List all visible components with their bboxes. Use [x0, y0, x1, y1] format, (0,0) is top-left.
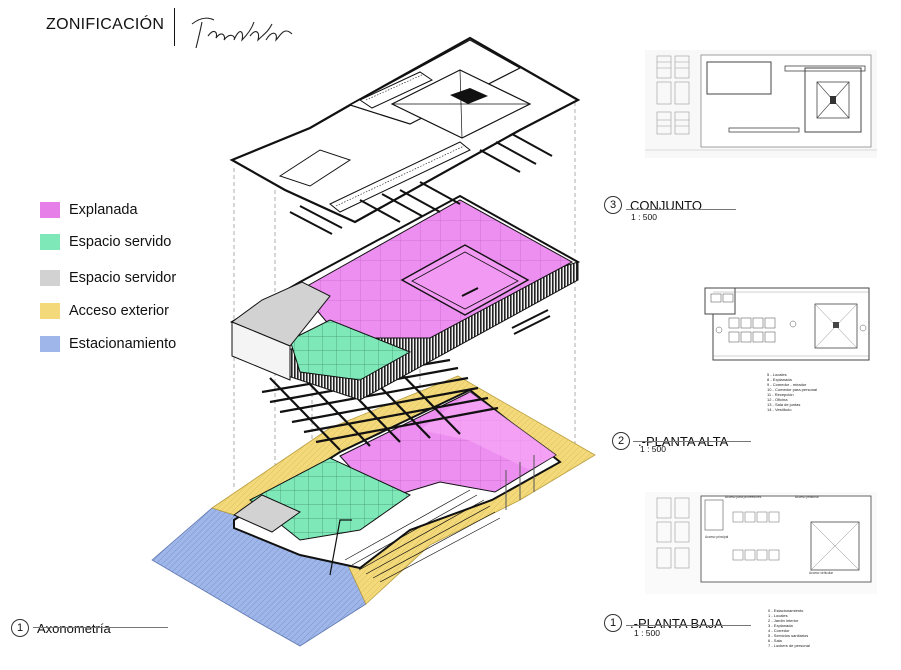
legend-item-espacio-servidor: Espacio servidor	[40, 268, 176, 288]
legend-label: Espacio servido	[69, 234, 172, 250]
key-item: 14 - Vestíbulo	[767, 407, 792, 412]
legend-item-acceso-exterior: Acceso exterior	[40, 301, 169, 321]
legend-label: Espacio servidor	[69, 270, 177, 286]
site-plan-drawing	[645, 50, 877, 158]
ground-level	[151, 375, 596, 647]
legend-item-estacionamiento: Estacionamiento	[40, 334, 176, 354]
view-rule	[626, 209, 736, 210]
key-item: 7 - Lockers de personal	[768, 643, 810, 648]
view-rule	[33, 627, 168, 628]
annotation-main-access: Acceso principal	[705, 535, 729, 539]
key-item: 12 - Oficina	[767, 397, 788, 402]
view-scale: 1 : 500	[634, 628, 660, 638]
legend-swatch	[40, 303, 60, 319]
key-item: 2 - Jardín interior	[768, 618, 799, 623]
annotation-vehicle-access: Acceso vehicular	[809, 571, 834, 575]
legend-label: Acceso exterior	[69, 303, 169, 319]
legend-swatch	[40, 270, 60, 286]
key-item: 6 - Sala	[768, 638, 782, 643]
view-name: .-PLANTA BAJA	[630, 615, 723, 631]
view-label-conjunto: 3 CONJUNTO	[604, 196, 702, 214]
ground-floor-key: 0 - Estacionamiento 1 - Locales 2 - Jard…	[768, 608, 810, 648]
key-item: 1 - Locales	[768, 613, 788, 618]
view-scale: 1 : 500	[640, 444, 666, 454]
key-item: 3 - Explanada	[768, 623, 793, 628]
key-item: 4 - Corredor	[768, 628, 790, 633]
annotation-supply-access: Acceso para proveedores	[725, 495, 762, 499]
key-item: 9 - Comedor - mirador	[767, 382, 807, 387]
key-item: 0 - Estacionamiento	[768, 608, 804, 613]
view-number: 3	[604, 196, 622, 214]
key-item: 11 - Recepción	[767, 392, 794, 397]
upper-floor-key: 5 - Locales 8 - Explanada 9 - Comedor - …	[767, 372, 817, 412]
legend-item-espacio-servido: Espacio servido	[40, 232, 171, 252]
key-item: 13 - Sala de juntas	[767, 402, 801, 407]
view-number: 2	[612, 432, 630, 450]
key-item: 5 - Servicios sanitarios	[768, 633, 809, 638]
legend-item-explanada: Explanada	[40, 200, 138, 220]
title-divider	[174, 8, 175, 46]
view-name: CONJUNTO	[630, 197, 702, 213]
view-label-planta-baja: 1 .-PLANTA BAJA	[604, 614, 723, 632]
view-rule	[633, 441, 751, 442]
legend-swatch	[40, 234, 60, 250]
upper-floor-plan-drawing	[704, 287, 870, 361]
signature	[191, 17, 293, 49]
upper-level	[230, 194, 581, 401]
key-item: 5 - Locales	[767, 372, 787, 377]
view-rule	[626, 625, 751, 626]
view-number: 1	[11, 619, 29, 637]
legend-swatch	[40, 336, 60, 352]
legend-swatch	[40, 202, 60, 218]
ground-floor-plan-drawing: Acceso para proveedores Acceso principal…	[645, 492, 877, 594]
annotation-pedestrian-access: Acceso peatonal	[795, 495, 819, 499]
view-name: Axonometría	[37, 620, 111, 636]
key-item: 10 - Comedor para personal	[767, 387, 818, 392]
legend-label: Explanada	[69, 202, 138, 218]
legend-label: Estacionamiento	[69, 336, 177, 352]
roof-level	[229, 36, 581, 235]
view-label-axonometria: 1 Axonometría	[11, 619, 111, 637]
key-item: 8 - Explanada	[767, 377, 792, 382]
view-number: 1	[604, 614, 622, 632]
view-scale: 1 : 500	[631, 212, 657, 222]
page-title: ZONIFICACIÓN	[46, 16, 165, 33]
